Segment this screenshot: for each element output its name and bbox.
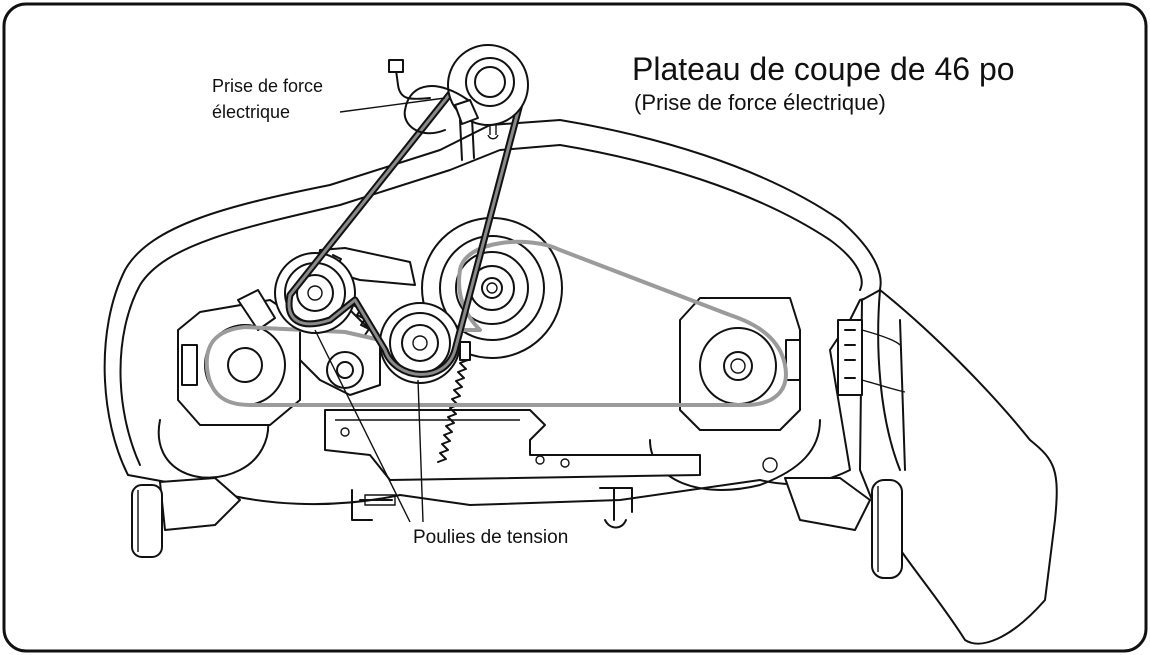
left-guard <box>131 477 241 558</box>
lift-bracket <box>324 409 701 529</box>
pto-label-line1: Prise de force <box>212 76 323 96</box>
center-spindle <box>421 217 563 359</box>
idler-pulleys-label: Poulies de tension <box>413 527 568 548</box>
pto-label-line2: électrique <box>212 102 290 122</box>
deck-belt <box>204 239 788 407</box>
right-spindle <box>679 297 801 431</box>
diagram-subtitle: (Prise de force électrique) <box>634 90 886 115</box>
left-spindle <box>177 299 301 426</box>
diagram-title: Plateau de coupe de 46 po <box>632 51 1015 87</box>
leader-lines <box>314 97 446 523</box>
electric-pto-clutch <box>388 44 529 140</box>
discharge-chute <box>784 289 1058 645</box>
idler-pulley-right <box>379 302 461 384</box>
pto-belt <box>285 72 529 378</box>
